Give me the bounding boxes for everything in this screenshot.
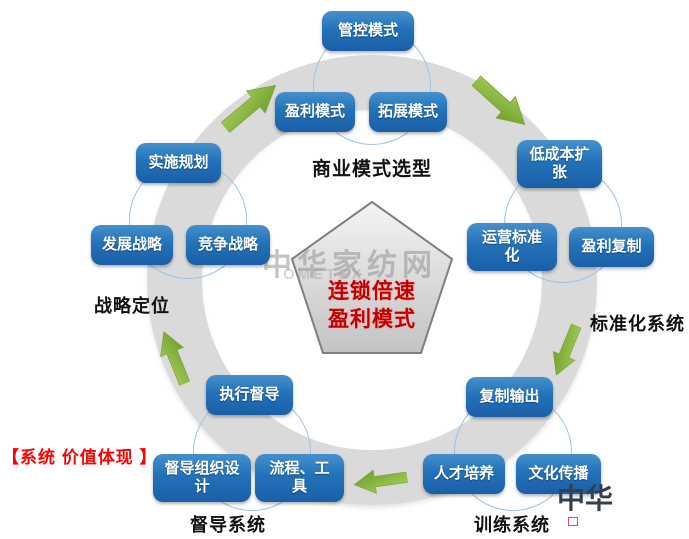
node-profit-replication: 盈利复制 bbox=[569, 227, 654, 267]
center-title: 连锁倍速 盈利模式 bbox=[328, 280, 416, 332]
node-control-model: 管控模式 bbox=[322, 11, 414, 51]
node-implementation-planning: 实施规划 bbox=[136, 143, 221, 183]
node-low-cost-expansion: 低成本扩 张 bbox=[517, 140, 602, 188]
watermark-text: 中华家纺网 bbox=[262, 249, 437, 282]
label-standardization: 标准化系统 bbox=[590, 314, 685, 334]
node-execution-supervision: 执行督导 bbox=[206, 375, 293, 415]
label-strategy: 战略定位 bbox=[94, 296, 170, 316]
node-culture-spread: 文化传播 bbox=[516, 454, 601, 494]
node-development-strategy: 发展战略 bbox=[91, 225, 173, 265]
flow-arrow-left-icon bbox=[351, 464, 409, 497]
node-talent-training: 人才培养 bbox=[423, 454, 505, 494]
node-supervision-org-design: 督导组织设 计 bbox=[153, 454, 251, 502]
watermark-corner-text: 中华 bbox=[557, 483, 614, 514]
node-profit-model: 盈利模式 bbox=[275, 92, 355, 132]
system-value-note: 【系统 价值体现 】 bbox=[2, 448, 158, 467]
node-operation-standardization: 运营标准 化 bbox=[467, 223, 557, 271]
node-expansion-model: 拓展模式 bbox=[369, 92, 447, 132]
center-pentagon bbox=[287, 200, 457, 365]
label-business-model: 商业模式选型 bbox=[312, 159, 433, 180]
flow-arrow-down-right-icon bbox=[465, 69, 536, 138]
flow-arrow-up-icon bbox=[151, 325, 198, 388]
node-process-tools: 流程、工 具 bbox=[255, 454, 344, 502]
pink-square-marker bbox=[568, 517, 578, 526]
node-replication-output: 复制输出 bbox=[466, 377, 553, 417]
label-training: 训练系统 bbox=[474, 515, 550, 535]
flow-arrow-up-right-icon bbox=[215, 72, 287, 140]
watermark-subtext: OMETEX bbox=[283, 266, 365, 283]
node-competitive-strategy: 竞争战略 bbox=[186, 225, 270, 265]
flow-arrow-down-left-icon bbox=[544, 321, 589, 381]
label-supervision: 督导系统 bbox=[190, 515, 266, 535]
